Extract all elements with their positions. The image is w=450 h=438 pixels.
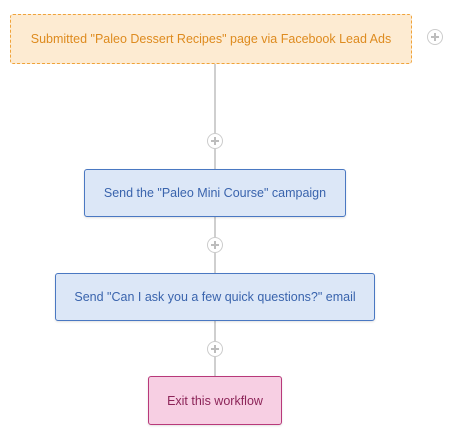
workflow-step-label: Send "Can I ask you a few quick question… bbox=[74, 290, 356, 304]
workflow-step-label: Send the "Paleo Mini Course" campaign bbox=[103, 186, 327, 200]
add-trigger-plus-icon[interactable] bbox=[427, 29, 443, 45]
workflow-trigger[interactable]: Submitted "Paleo Dessert Recipes" page v… bbox=[10, 14, 412, 64]
add-step-plus-icon[interactable] bbox=[207, 133, 223, 149]
workflow-step-send-email[interactable]: Send "Can I ask you a few quick question… bbox=[55, 273, 375, 321]
workflow-trigger-label: Submitted "Paleo Dessert Recipes" page v… bbox=[30, 32, 392, 46]
add-step-plus-icon[interactable] bbox=[207, 237, 223, 253]
workflow-step-send-campaign[interactable]: Send the "Paleo Mini Course" campaign bbox=[84, 169, 346, 217]
add-step-plus-icon[interactable] bbox=[207, 341, 223, 357]
workflow-exit-step[interactable]: Exit this workflow bbox=[148, 376, 282, 425]
connector-line bbox=[214, 64, 216, 169]
workflow-exit-label: Exit this workflow bbox=[167, 393, 263, 408]
